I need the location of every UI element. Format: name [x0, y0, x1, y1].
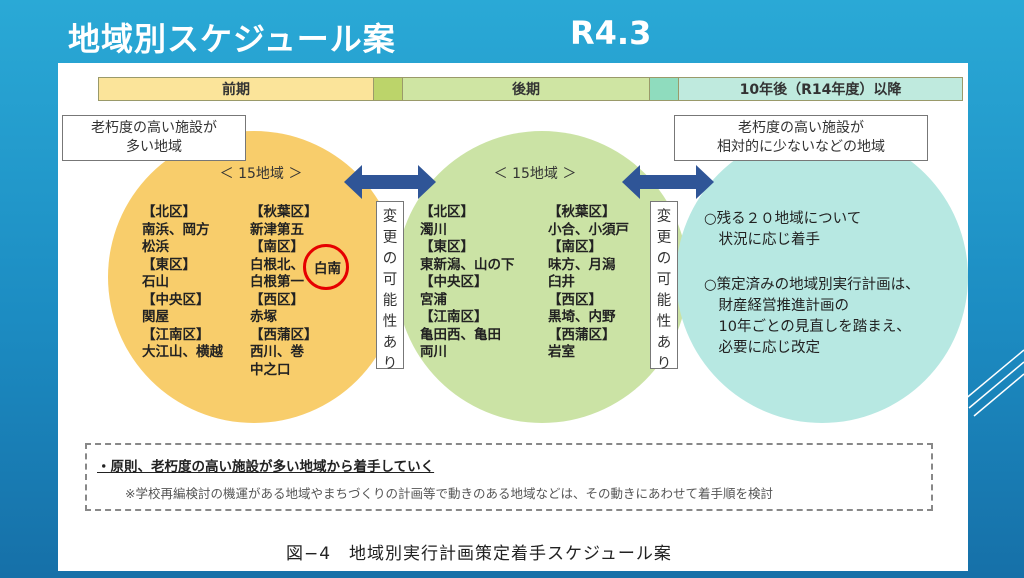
- late-region-list-1: 【北区】濁川【東区】東新潟、山の下【中央区】宮浦【江南区】亀田西、亀田両川: [420, 204, 515, 362]
- region-list-item: 白根北、: [250, 256, 304, 273]
- text-line: 状況に応じ着手: [704, 232, 820, 248]
- region-list-item: 【南区】: [548, 239, 602, 255]
- right-callout-line1: 老朽度の高い施設が: [738, 120, 864, 136]
- change-label-char: り: [382, 356, 398, 372]
- change-label-char: の: [656, 251, 672, 267]
- region-list-item: 新津第五: [250, 221, 304, 238]
- phase-late: 後期: [402, 77, 650, 101]
- slide-title: 地域別スケジュール案: [68, 20, 396, 58]
- change-label-char: 可: [382, 272, 398, 288]
- left-callout-line1: 老朽度の高い施設が: [91, 120, 217, 136]
- region-list-item: 関屋: [142, 309, 169, 325]
- region-list-item: 岩室: [548, 344, 575, 360]
- change-possible-label: 変更の可能性あり: [650, 201, 678, 372]
- region-list-item: 東新潟、山の下: [420, 256, 515, 273]
- late-region-list-2: 【秋葉区】小合、小須戸【南区】味方、月潟臼井【西区】黒埼、内野【西蒲区】岩室: [548, 204, 629, 362]
- region-list-item: 両川: [420, 344, 447, 360]
- change-label-char: 変: [382, 209, 398, 225]
- phase-transition-2: [650, 77, 678, 101]
- region-list-item: 【北区】: [142, 204, 196, 220]
- diagram-panel: 前期 後期 10年後（R14年度）以降 老朽度の高い施設が 多い地域 老朽度の高…: [58, 63, 968, 571]
- decorative-lines: [964, 349, 1024, 417]
- region-list-item: 【秋葉区】: [250, 204, 318, 220]
- early-region-list-1: 【北区】南浜、岡方松浜【東区】石山【中央区】関屋【江南区】大江山、横越: [142, 204, 223, 362]
- change-label-char: 能: [656, 293, 672, 309]
- phase-early: 前期: [98, 77, 374, 101]
- region-list-item: 大江山、横越: [142, 344, 223, 360]
- principle-note: ・原則、老朽度の高い施設が多い地域から着手していく: [97, 459, 435, 475]
- change-label-char: 更: [382, 230, 398, 246]
- change-possible-label: 変更の可能性あり: [376, 201, 404, 372]
- region-list-item: 黒埼、内野: [548, 309, 616, 325]
- region-list-item: 【南区】: [250, 239, 304, 255]
- region-list-item: 【中央区】: [142, 291, 210, 308]
- double-arrow-icon: [622, 165, 714, 199]
- region-list-item: 【西区】: [250, 291, 304, 308]
- region-list-item: 【秋葉区】: [548, 204, 616, 220]
- text-line: 財産経営推進計画の: [704, 298, 849, 314]
- region-list-item: 南浜、岡方: [142, 221, 210, 238]
- region-list-item: 小合、小須戸: [548, 221, 629, 238]
- change-label-char: あ: [382, 335, 398, 351]
- highlight-circle: [303, 244, 349, 290]
- region-list-item: 【北区】: [420, 204, 474, 220]
- text-line: 必要に応じ改定: [704, 340, 820, 356]
- region-list-item: 【江南区】: [420, 309, 488, 325]
- text-line: ○残る２０地域について: [704, 211, 862, 227]
- figure-caption: 図−4 地域別実行計画策定着手スケジュール案: [286, 544, 672, 564]
- text-line: 10年ごとの見直しを踏まえ、: [704, 319, 911, 335]
- region-list-item: 【東区】: [420, 239, 474, 255]
- region-list-item: 【江南区】: [142, 326, 210, 343]
- text-line: ○策定済みの地域別実行計画は、: [704, 277, 920, 293]
- right-callout-line2: 相対的に少ないなどの地域: [717, 139, 885, 155]
- slide-date: R4.3: [570, 14, 652, 52]
- early-region-count: ＜ 15地域 ＞: [219, 166, 303, 182]
- region-list-item: 松浜: [142, 239, 169, 255]
- plan-revision-text: ○策定済みの地域別実行計画は、 財産経営推進計画の 10年ごとの見直しを踏まえ、…: [704, 275, 920, 359]
- change-label-char: 性: [656, 314, 672, 330]
- left-callout-line2: 多い地域: [126, 139, 182, 155]
- region-list-item: 味方、月潟: [548, 256, 616, 273]
- region-list-item: 【西蒲区】: [548, 326, 616, 343]
- change-label-char: 更: [656, 230, 672, 246]
- change-label-char: り: [656, 356, 672, 372]
- remaining-regions-text: ○残る２０地域について 状況に応じ着手: [704, 209, 861, 251]
- early-region-list-2: 【秋葉区】新津第五【南区】白根北、白根第一【西区】赤塚【西蒲区】西川、巻中之口: [250, 204, 318, 379]
- change-label-char: 能: [382, 293, 398, 309]
- region-list-item: 石山: [142, 274, 169, 290]
- change-label-char: あ: [656, 335, 672, 351]
- region-list-item: 【東区】: [142, 256, 196, 273]
- right-callout: 老朽度の高い施設が 相対的に少ないなどの地域: [674, 115, 928, 161]
- note-box: ・原則、老朽度の高い施設が多い地域から着手していく ※学校再編検討の機運がある地…: [85, 443, 933, 511]
- region-list-item: 宮浦: [420, 291, 447, 308]
- region-list-item: 西川、巻: [250, 344, 304, 360]
- region-list-item: 亀田西、亀田: [420, 326, 501, 343]
- region-list-item: 【西蒲区】: [250, 326, 318, 343]
- change-label-char: 変: [656, 209, 672, 225]
- region-list-item: 赤塚: [250, 309, 277, 325]
- region-list-item: 【中央区】: [420, 274, 488, 290]
- region-list-item: 中之口: [250, 361, 291, 378]
- late-region-count: ＜ 15地域 ＞: [493, 166, 577, 182]
- phase-transition-1: [374, 77, 402, 101]
- region-list-item: 白根第一: [250, 274, 304, 290]
- change-label-char: 性: [382, 314, 398, 330]
- double-arrow-icon: [344, 165, 436, 199]
- region-list-item: 【西区】: [548, 291, 602, 308]
- change-label-char: の: [382, 251, 398, 267]
- change-label-char: 可: [656, 272, 672, 288]
- post-10-years-circle: [676, 131, 968, 423]
- region-list-item: 濁川: [420, 221, 447, 238]
- phase-after-10-years: 10年後（R14年度）以降: [678, 77, 963, 101]
- exception-note: ※学校再編検討の機運がある地域やまちづくりの計画等で動きのある地域などは、その動…: [125, 486, 773, 501]
- left-callout: 老朽度の高い施設が 多い地域: [62, 115, 246, 161]
- region-list-item: 臼井: [548, 274, 575, 290]
